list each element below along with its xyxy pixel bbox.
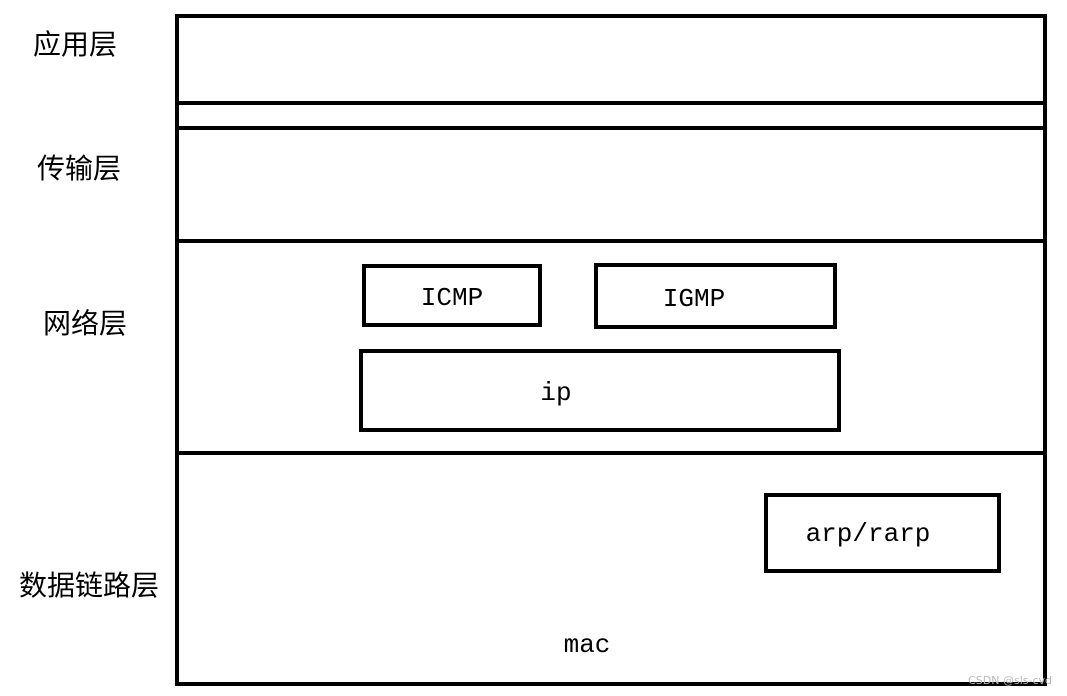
label-network-layer: 网络层: [43, 307, 127, 340]
ip-box-border: [359, 349, 841, 432]
label-transport-layer: 传输层: [37, 152, 121, 185]
arp-rarp-box-border: [764, 493, 1001, 573]
arp-rarp-box: arp/rarp: [764, 493, 1001, 573]
csdn-watermark: CSDN @sls-cvd: [968, 674, 1052, 687]
ip-label: ip: [540, 378, 571, 408]
icmp-label: ICMP: [421, 283, 483, 313]
label-datalink-layer: 数据链路层: [19, 569, 159, 602]
igmp-box: IGMP: [594, 263, 837, 329]
label-application-layer: 应用层: [33, 28, 117, 61]
ip-box: ip: [359, 349, 841, 432]
igmp-label: IGMP: [663, 284, 725, 314]
igmp-box-border: [594, 263, 837, 329]
arp-rarp-label: arp/rarp: [806, 519, 931, 549]
diagram-frame: [175, 14, 1047, 686]
icmp-box: ICMP: [362, 264, 542, 327]
icmp-box-border: [362, 264, 542, 327]
mac-label: mac: [564, 630, 611, 660]
